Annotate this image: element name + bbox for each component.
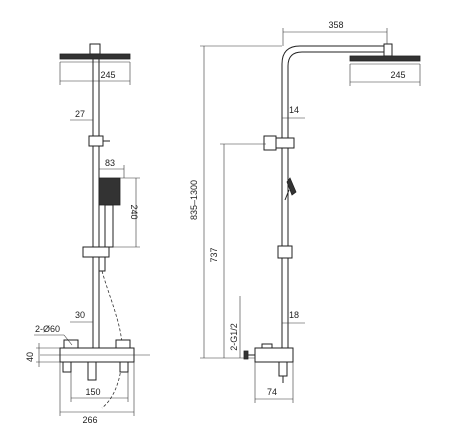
front-handshower-width-dimension: 83	[99, 158, 125, 178]
front-inlet-diameter-dimension: 2-Ø60	[34, 324, 73, 346]
front-riser-pipe	[92, 59, 100, 348]
front-shower-head	[59, 43, 131, 63]
front-inlet-diameter-label: 2-Ø60	[35, 324, 60, 334]
side-mixer-body	[243, 343, 294, 383]
front-overall-width-label: 266	[82, 415, 97, 425]
front-bracket-offset-label: 30	[75, 310, 85, 320]
side-wall-projection-dimension: 74	[254, 362, 294, 403]
front-overall-width-dimension: 266	[59, 362, 135, 425]
side-pipe-diameter-top-label: 14	[289, 105, 299, 115]
front-handshower-width-label: 83	[105, 158, 115, 168]
front-arm-offset-label: 27	[75, 109, 85, 119]
side-holder-knob	[263, 135, 295, 151]
side-head-width-dimension: 245	[349, 64, 421, 86]
side-height-range-label: 835–1300	[189, 180, 199, 220]
front-handshower-height-dimension: 240	[113, 177, 140, 248]
front-arm-offset-dimension: 27	[70, 109, 93, 121]
front-head-width-dimension: 245	[59, 62, 131, 85]
side-inlet-height-label: 737	[209, 247, 219, 262]
side-slide-bracket	[277, 245, 293, 259]
side-arm-reach-dimension: 358	[282, 20, 388, 46]
front-mixer-height-label: 40	[25, 352, 35, 362]
side-head-width-label: 245	[390, 70, 405, 80]
side-pipe-diameter-bottom-label: 18	[289, 310, 299, 320]
side-shower-arm	[281, 45, 388, 150]
side-pipe-diameter-bottom-dimension: 18	[282, 310, 305, 324]
front-head-width-label: 245	[100, 70, 115, 80]
side-thread-dimension: 2-G1/2	[229, 296, 241, 358]
front-inlet-spacing-dimension: 150	[70, 372, 129, 402]
side-wall-projection-label: 74	[267, 387, 277, 397]
front-slide-bracket	[82, 246, 110, 272]
side-pipe-diameter-top-dimension: 14	[282, 105, 305, 119]
front-bracket-offset-dimension: 30	[70, 310, 93, 323]
side-inlet-height-dimension: 737	[209, 143, 266, 358]
front-holder-knob	[88, 135, 110, 147]
side-hand-shower	[284, 177, 297, 201]
side-arm-reach-label: 358	[328, 20, 343, 30]
front-mixer-height-dimension: 40	[25, 343, 60, 367]
front-inlet-spacing-label: 150	[85, 387, 100, 397]
front-hand-shower	[98, 177, 121, 248]
side-thread-label: 2-G1/2	[229, 323, 239, 351]
side-view: 358 245 14	[189, 20, 421, 403]
front-handshower-height-label: 240	[129, 204, 139, 219]
side-shower-head	[349, 43, 421, 65]
front-view: 245 27 83 240	[25, 43, 150, 425]
side-height-range-dimension: 835–1300	[189, 45, 282, 359]
